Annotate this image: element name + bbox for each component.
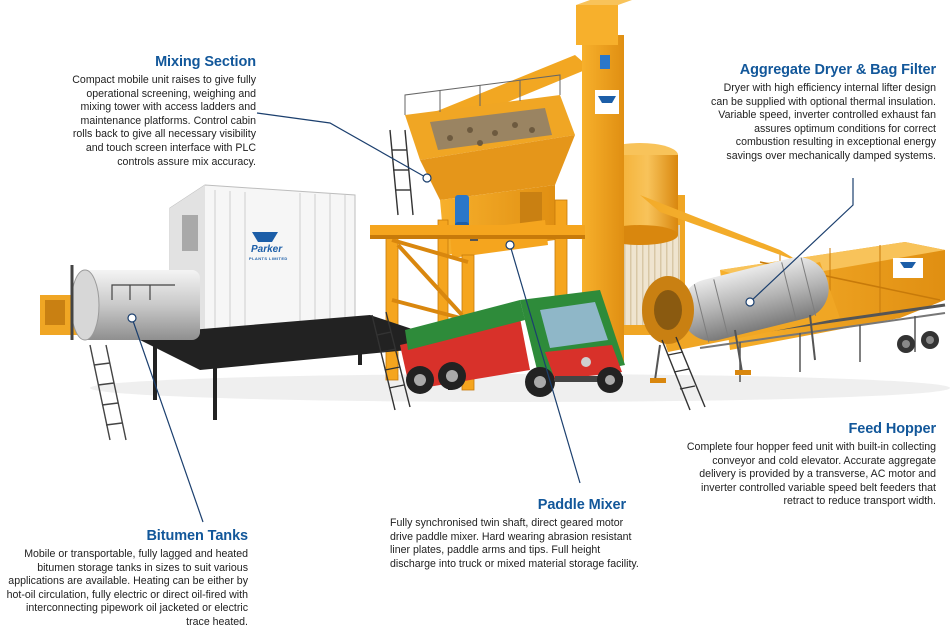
leader-paddle: [509, 244, 581, 484]
callout-title: Bitumen Tanks: [146, 528, 248, 544]
callout-feed-hopper: Feed Hopper Complete four hopper feed un…: [676, 421, 936, 509]
callout-body: Compact mobile unit raises to give fully…: [72, 74, 256, 168]
mixing-tower: [370, 74, 585, 391]
bitumen-tank: [40, 265, 200, 441]
brand-subtitle: PLANTS LIMITED: [249, 256, 288, 261]
brand-name: Parker: [251, 244, 283, 255]
callout-aggregate-dryer: Aggregate Dryer & Bag Filter Dryer with …: [706, 62, 936, 164]
ground-shadow: [90, 374, 950, 402]
callout-body: Complete four hopper feed unit with buil…: [686, 441, 936, 508]
leader-mixing: [256, 112, 428, 179]
truck: [400, 290, 625, 397]
callout-title: Aggregate Dryer & Bag Filter: [739, 62, 936, 78]
dryer-drum: [642, 257, 840, 383]
callout-paddle-mixer: Paddle Mixer Fully synchronised twin sha…: [390, 497, 640, 571]
callout-body: Mobile or transportable, fully lagged an…: [6, 548, 248, 628]
callout-title: Paddle Mixer: [537, 497, 626, 513]
callout-title: Mixing Section: [155, 54, 256, 70]
leader-dryer: [749, 178, 854, 303]
callout-bitumen-tanks: Bitumen Tanks Mobile or transportable, f…: [2, 528, 248, 630]
stair: [661, 336, 706, 411]
leader-lines: [127, 112, 854, 523]
control-cabin: [130, 184, 460, 420]
callout-title: Feed Hopper: [848, 421, 936, 437]
leader-bitumen: [131, 317, 204, 523]
callout-mixing-section: Mixing Section Compact mobile unit raise…: [72, 54, 256, 169]
callout-body: Fully synchronised twin shaft, direct ge…: [390, 517, 639, 570]
parker-logo-cabin: Parker: [251, 244, 282, 255]
parker-logo-subtitle: PLANTS LIMITED: [249, 256, 288, 261]
callout-body: Dryer with high efficiency internal lift…: [711, 82, 936, 162]
